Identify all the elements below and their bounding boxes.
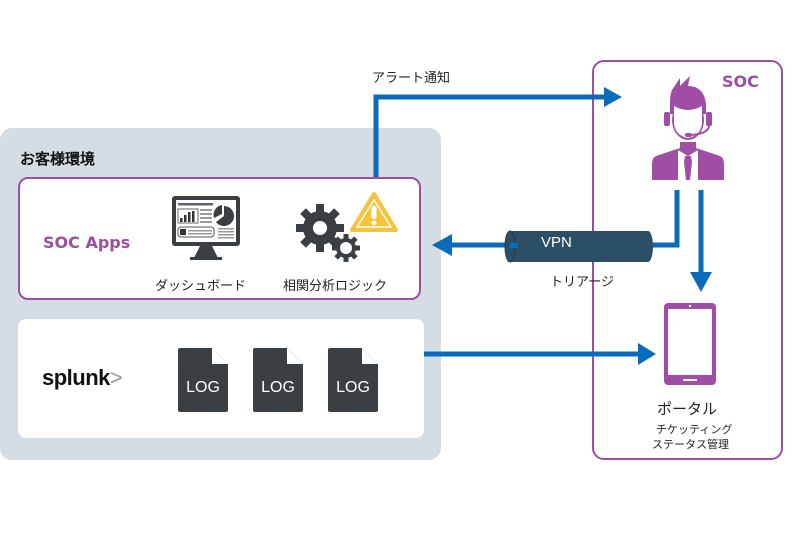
portal-desc-line1: チケッティング (656, 423, 733, 436)
alert-arrowhead (604, 87, 622, 107)
log-file-icon: LOG (253, 348, 303, 412)
triage-label: トリアージ (550, 275, 614, 290)
log-file-label: LOG (261, 379, 295, 396)
warning-icon (350, 192, 398, 232)
portal-label: ポータル (657, 400, 718, 418)
log-file-label: LOG (336, 379, 370, 396)
vpn-tunnel (504, 230, 653, 263)
alert-arrow-line (373, 94, 605, 177)
correlation-logic-gears-icon (296, 192, 398, 262)
log-file-icon: LOG (328, 348, 378, 412)
alert-notification-label: アラート通知 (372, 71, 451, 86)
operator-to-portal-arrowhead (690, 272, 712, 292)
splunk-logo-mark: > (109, 365, 123, 390)
portal-desc-line2: ステータス管理 (652, 438, 729, 451)
vpn-label: VPN (541, 234, 572, 251)
dashboard-monitor-icon (172, 196, 240, 260)
customer-environment-title: お客様環境 (20, 150, 96, 168)
log-file-label: LOG (186, 379, 220, 396)
triage-arrowhead (432, 234, 452, 256)
splunk-logo: splunk> (42, 365, 123, 391)
splunk-logo-text: splunk (42, 365, 110, 390)
soc-operator-icon (652, 76, 724, 180)
log-file-icon: LOG (178, 348, 228, 412)
dashboard-label: ダッシュボード (155, 279, 247, 294)
correlation-logic-label: 相関分析ロジック (283, 279, 388, 294)
portal-tablet-icon (664, 303, 716, 385)
soc-apps-label: SOC Apps (43, 233, 131, 252)
logs-to-portal-arrowhead (638, 343, 656, 365)
soc-label: SOC (722, 72, 759, 91)
